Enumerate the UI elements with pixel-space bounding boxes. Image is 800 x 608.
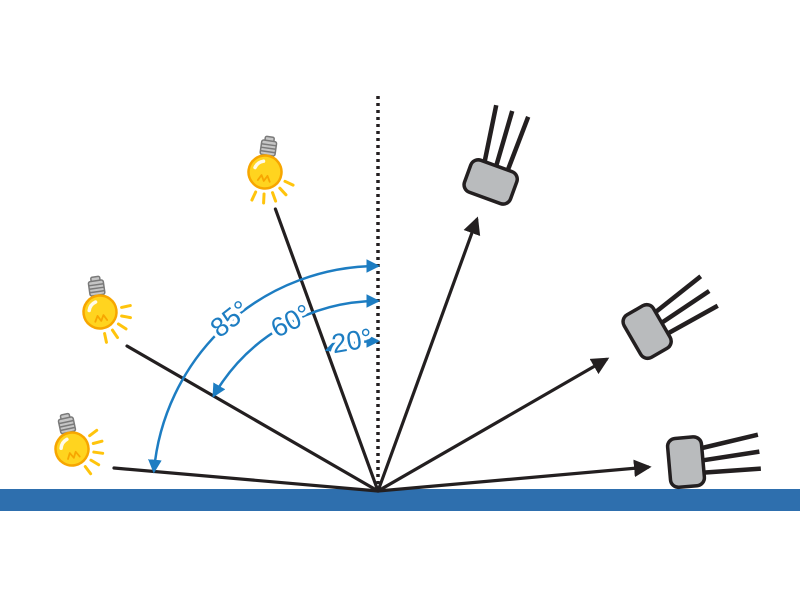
reflected-ray-85 (377, 459, 652, 493)
phototransistor-icon-20 (462, 104, 539, 206)
angle-label-20: 20° (329, 323, 374, 360)
angle-arc-85 (148, 259, 381, 474)
reflected-ray-20 (376, 216, 481, 492)
light-bulb-icon-85 (46, 409, 94, 471)
light-bulb-icon-60 (76, 272, 121, 333)
reflective-surface (0, 489, 800, 511)
phototransistor-icon-85 (667, 431, 762, 488)
incident-ray-85 (112, 466, 380, 493)
angle-arc-20 (324, 334, 381, 353)
reflected-ray-60 (377, 357, 610, 493)
phototransistor-icon-60 (620, 273, 723, 361)
light-bulb-icon-20 (244, 132, 289, 193)
angle-label-60: 60° (266, 298, 316, 343)
angle-arc-60 (212, 294, 381, 398)
angle-label-85: 85° (205, 295, 256, 344)
